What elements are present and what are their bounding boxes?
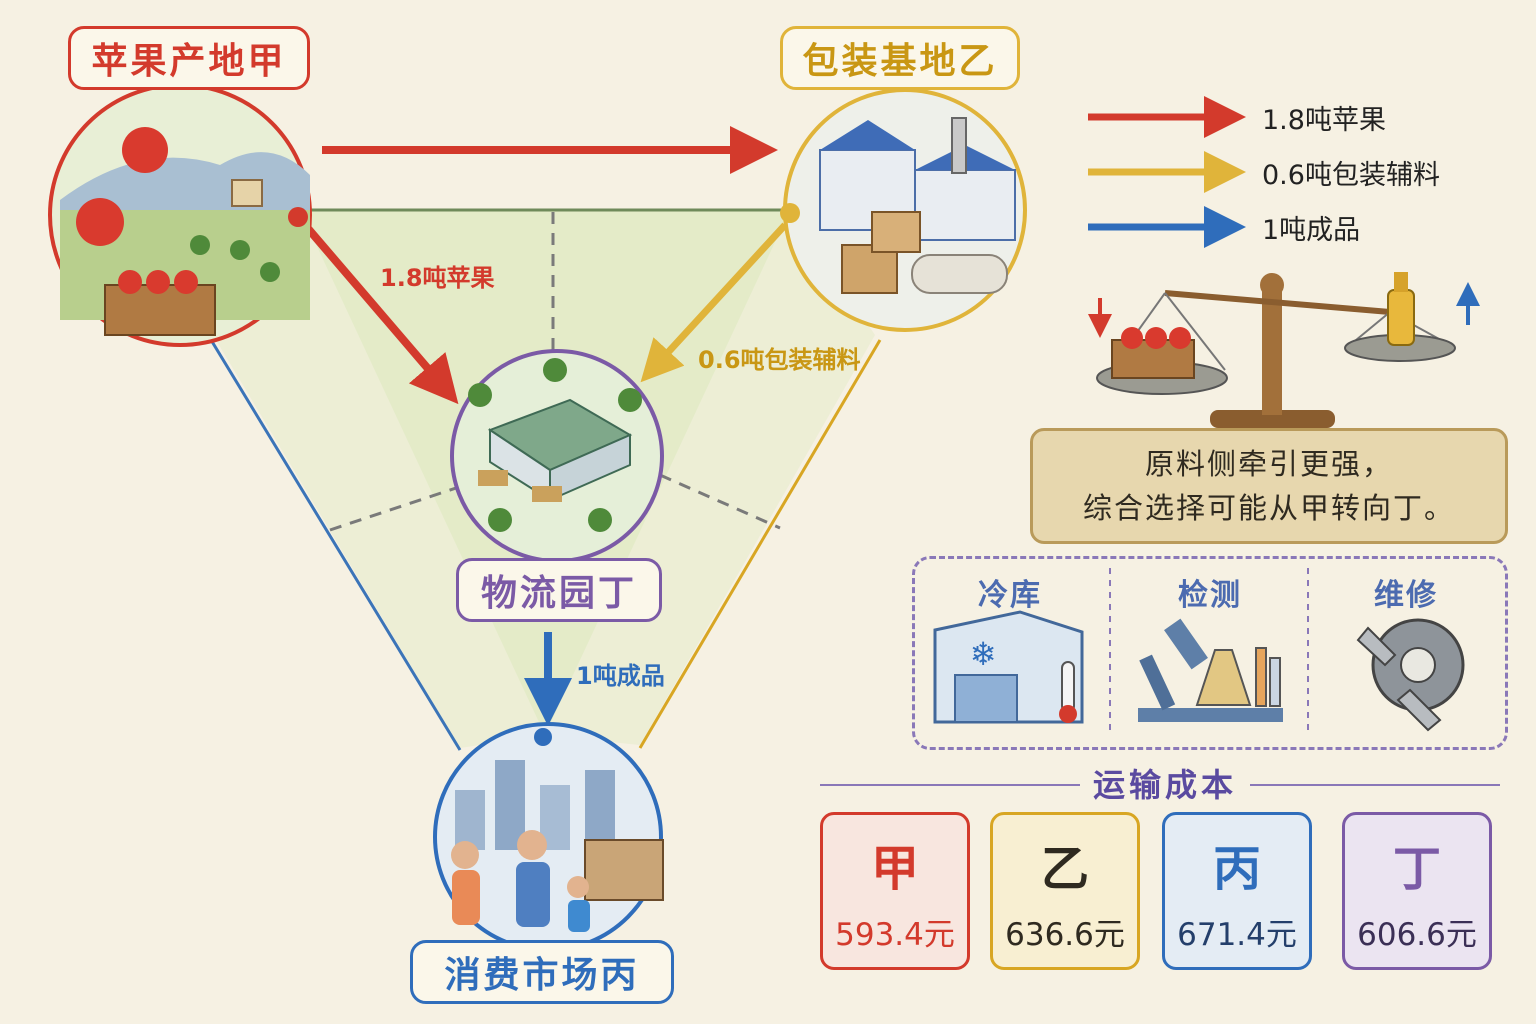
cost-value-d: 606.6元: [1357, 916, 1477, 953]
arrow-b-to-d: [640, 222, 788, 383]
conclusion-line-1: 原料侧牵引更强，: [1144, 447, 1393, 481]
flow-label-packaging: 0.6吨包装辅料: [698, 346, 861, 374]
cost-section-title: 运输成本: [1080, 760, 1250, 806]
node-label-d: 物流园丁: [456, 558, 662, 622]
cost-value-b: 636.6元: [1005, 916, 1125, 953]
legend-label-product: 1吨成品: [1262, 215, 1361, 246]
flow-label-apples: 1.8吨苹果: [380, 264, 495, 292]
balance-scale-icon: [1096, 272, 1456, 428]
cost-site-b: 乙: [1040, 840, 1089, 897]
cost-site-a: 甲: [870, 840, 919, 897]
consumer-market-icon: [433, 722, 664, 952]
flow-label-product: 1吨成品: [576, 662, 665, 690]
cost-card-b: 乙 636.6元: [990, 812, 1140, 970]
cost-card-c: 丙 671.4元: [1162, 812, 1312, 970]
cost-value-a: 593.4元: [835, 916, 955, 953]
wrench-gear-icon: [1356, 618, 1465, 732]
service-label-repair: 维修: [1374, 578, 1438, 613]
node-label-a: 苹果产地甲: [68, 26, 310, 90]
apple-orchard-icon: [48, 83, 312, 347]
cost-value-c: 671.4元: [1177, 916, 1297, 953]
node-label-b: 包装基地乙: [780, 26, 1020, 90]
service-label-cold-storage: 冷库: [978, 578, 1042, 613]
node-c-marker: [534, 728, 552, 746]
cost-card-d: 丁 606.6元: [1342, 812, 1492, 970]
microscope-flask-icon: [1138, 618, 1283, 722]
conclusion-line-2: 综合选择可能从甲转向丁。: [1082, 491, 1455, 525]
cold-storage-icon: ❄: [933, 610, 1084, 724]
node-label-c: 消费市场丙: [410, 940, 674, 1004]
service-label-inspection: 检测: [1178, 578, 1242, 613]
cost-site-d: 丁: [1392, 840, 1441, 897]
svg-text:❄: ❄: [970, 635, 997, 673]
arrow-a-to-d: [301, 222, 459, 405]
dashed-guide-right: [659, 473, 781, 530]
edge-b-c: [638, 339, 882, 749]
node-b-marker: [780, 203, 800, 223]
dashed-guide-left: [329, 483, 466, 532]
node-a-marker: [288, 207, 308, 227]
cost-card-a: 甲 593.4元: [820, 812, 970, 970]
logistics-park-icon: [450, 349, 664, 563]
legend-label-packaging: 0.6吨包装辅料: [1262, 160, 1440, 191]
packaging-factory-icon: [783, 88, 1027, 332]
conclusion-note: 原料侧牵引更强， 综合选择可能从甲转向丁。: [1030, 428, 1508, 544]
cost-site-c: 丙: [1212, 840, 1261, 897]
edge-a-c: [203, 329, 462, 751]
legend-label-apples: 1.8吨苹果: [1262, 105, 1386, 136]
services-panel: [912, 556, 1508, 750]
